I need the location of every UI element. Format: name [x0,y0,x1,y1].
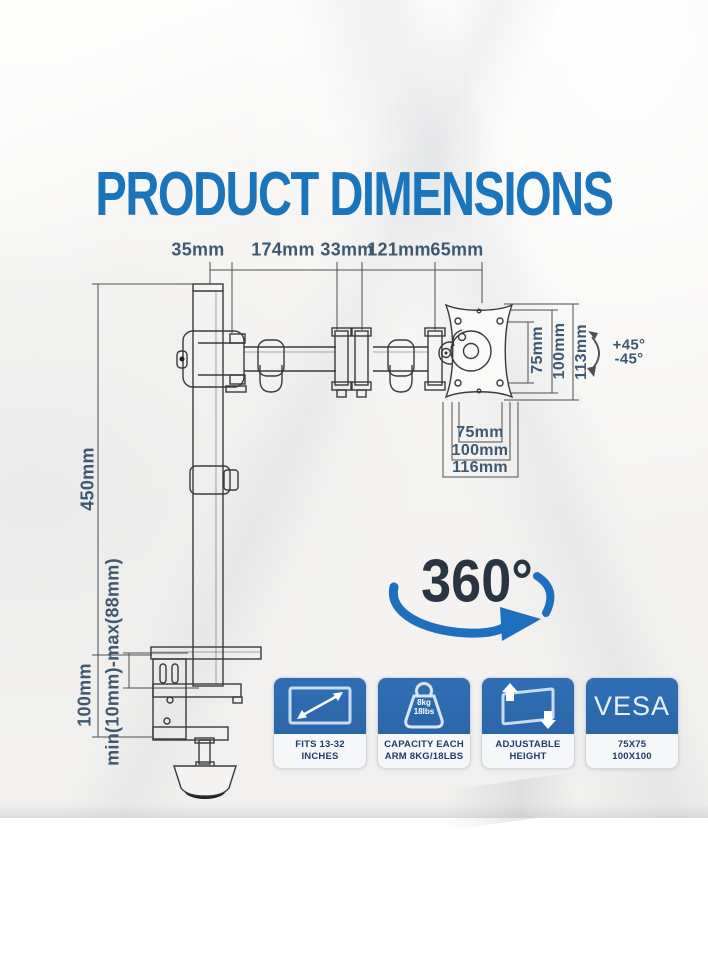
pole-cable-clip [189,465,239,495]
dim-label-vesa-100mm-v: 100mm [551,322,568,380]
dim-label-top-65mm: 65mm [430,239,484,260]
dim-label-top-33mm: 33mm [320,239,374,260]
arm-mid-joint [331,327,372,398]
rotation-360-label: 360° [421,547,533,615]
weight-icon-text-lbs: 18lbs [413,707,435,717]
arm-cable-clip-2 [387,339,415,393]
badge-adjustable-height-label-2: HEIGHT [509,751,547,762]
badge-capacity-label-1: CAPACITY EACH [384,738,464,750]
dim-label-top-121mm: 121mm [367,239,431,260]
vesa-plate [444,303,514,399]
elbow-joint [424,327,462,391]
dim-label-vesa-113mm-v: 113mm [573,324,590,380]
page-title: PRODUCT DIMENSIONS [95,160,614,229]
rotation-arrow-icon [388,572,555,641]
dim-label-top-174mm: 174mm [251,239,315,260]
dim-label-pole-450mm: 450mm [77,447,98,511]
badge-fits-size-label-1: FITS 13-32 [295,738,345,750]
badge-fits-size-label-2: INCHES [301,751,339,762]
tilt-down-label: -45° [614,350,644,368]
weight-icon [404,682,444,729]
dim-label-vesa-100mm-h: 100mm [451,442,509,459]
badge-vesa-icon-area: VESA [586,678,678,734]
arm-tube-2 [373,346,428,372]
dim-label-clamp-100mm: 100mm [74,663,95,727]
badge-fits-size-icon-area [274,678,366,734]
dim-label-vesa-75mm-h: 75mm [456,424,504,441]
vesa-logo: VESA [593,690,671,721]
dim-label-vesa-75mm-v: 75mm [529,326,546,374]
badge-vesa-label-2: 100X100 [612,751,652,762]
height-adjust-icon [501,683,556,729]
badge-adjustable-height-icon-area [482,678,574,734]
monitor-arm-drawing [150,283,514,799]
weight-icon-text-kg: 8kg [417,698,431,707]
arm-cable-clip-1 [257,339,285,393]
badge-fits-size: FITS 13-32 INCHES [273,677,367,769]
badge-capacity-label-2: ARM 8KG/18LBS [384,751,464,762]
pole [192,283,224,687]
badge-adjustable-height-label-1: ADJUSTABLE [495,738,561,750]
badge-capacity-icon-area: 8kg 18lbs [378,678,470,734]
monitor-diagonal-icon [288,686,352,725]
tilt-up-label: +45° [612,336,646,354]
dim-label-clamp-range: min(10mm)-max(88mm) [102,558,123,766]
badge-adjustable-height: ADJUSTABLE HEIGHT [481,677,575,769]
badge-vesa-label-1: 75X75 [617,738,647,750]
badge-vesa: VESA 75X75 100X100 [585,677,679,769]
pole-arm-joint [176,330,247,393]
dimension-lines [92,262,600,738]
desk-clamp [150,646,262,799]
dim-label-vesa-116mm-h: 116mm [452,459,508,476]
dim-label-top-35mm: 35mm [171,239,225,260]
badge-capacity: 8kg 18lbs CAPACITY EACH ARM 8KG/18LBS [377,677,471,769]
feature-badges: FITS 13-32 INCHES 8kg 18lbs CAPACITY EAC… [273,677,679,769]
